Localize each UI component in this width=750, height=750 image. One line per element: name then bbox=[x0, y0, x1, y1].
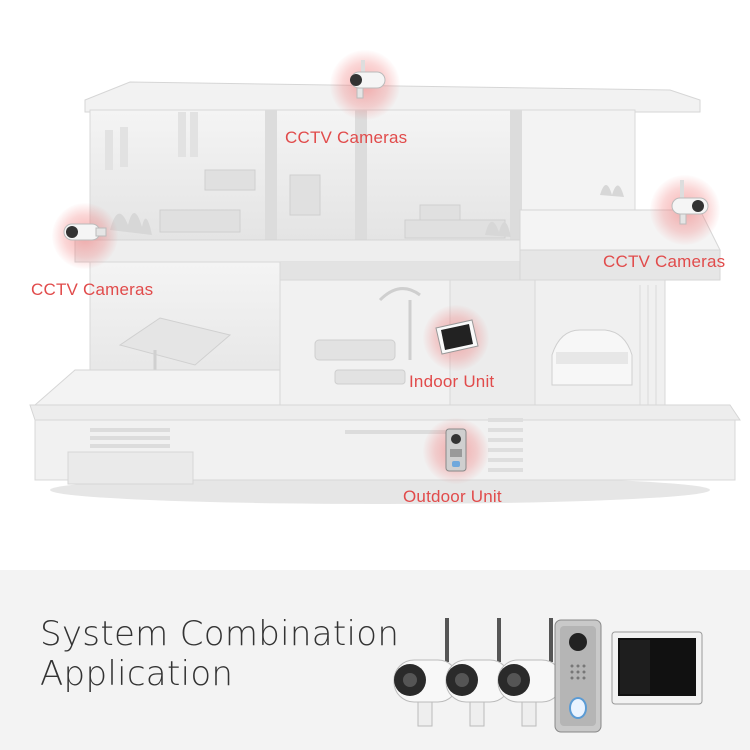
upper-right-wall bbox=[519, 109, 636, 221]
cctv-camera-icon bbox=[445, 618, 511, 727]
house-drawing bbox=[29, 81, 741, 504]
doorbell-icon bbox=[445, 428, 467, 472]
indoor-monitor-icon bbox=[435, 319, 479, 355]
door-slats bbox=[488, 418, 523, 472]
partition bbox=[355, 110, 367, 240]
cctv-cameras-label-top: CCTV Cameras bbox=[285, 128, 408, 147]
banner-title-line1: System Combination bbox=[40, 614, 400, 654]
vent bbox=[90, 428, 170, 448]
plants bbox=[110, 185, 624, 237]
doorbell-icon bbox=[554, 619, 602, 733]
indoor-unit-label: Indoor Unit bbox=[409, 372, 495, 391]
house-illustration: CCTV Cameras CCTV Cameras CCTV Cameras I… bbox=[29, 50, 741, 506]
car bbox=[551, 329, 633, 386]
pergola bbox=[118, 317, 232, 366]
cctv-cameras-label-right: CCTV Cameras bbox=[603, 252, 726, 271]
outdoor-unit-label: Outdoor Unit bbox=[403, 487, 502, 506]
upper-floor-slab bbox=[74, 239, 526, 263]
garage-slats bbox=[639, 285, 657, 405]
front-step bbox=[67, 451, 194, 485]
cctv-camera-icon bbox=[393, 618, 459, 727]
banner-title-line2: Application bbox=[40, 654, 234, 694]
product-banner: System Combination Application bbox=[0, 570, 750, 750]
living-furniture bbox=[314, 287, 421, 385]
cctv-camera-icon bbox=[63, 223, 107, 241]
partition bbox=[265, 110, 277, 240]
upper-furniture bbox=[159, 169, 506, 239]
terrace bbox=[33, 369, 281, 406]
ledge bbox=[29, 404, 741, 421]
indoor-monitor-icon bbox=[611, 631, 703, 705]
slab-edge bbox=[265, 262, 530, 280]
balcony-front bbox=[519, 249, 721, 281]
cctv-camera-icon bbox=[671, 180, 709, 225]
cctv-cameras-label-left: CCTV Cameras bbox=[31, 280, 154, 299]
upper-windows bbox=[105, 112, 198, 170]
partition bbox=[510, 110, 522, 260]
product-lineup bbox=[393, 618, 703, 733]
ground-shadow bbox=[50, 476, 710, 504]
wall-line bbox=[345, 430, 465, 434]
cctv-camera-icon bbox=[350, 60, 386, 99]
cctv-camera-icon bbox=[497, 618, 563, 727]
